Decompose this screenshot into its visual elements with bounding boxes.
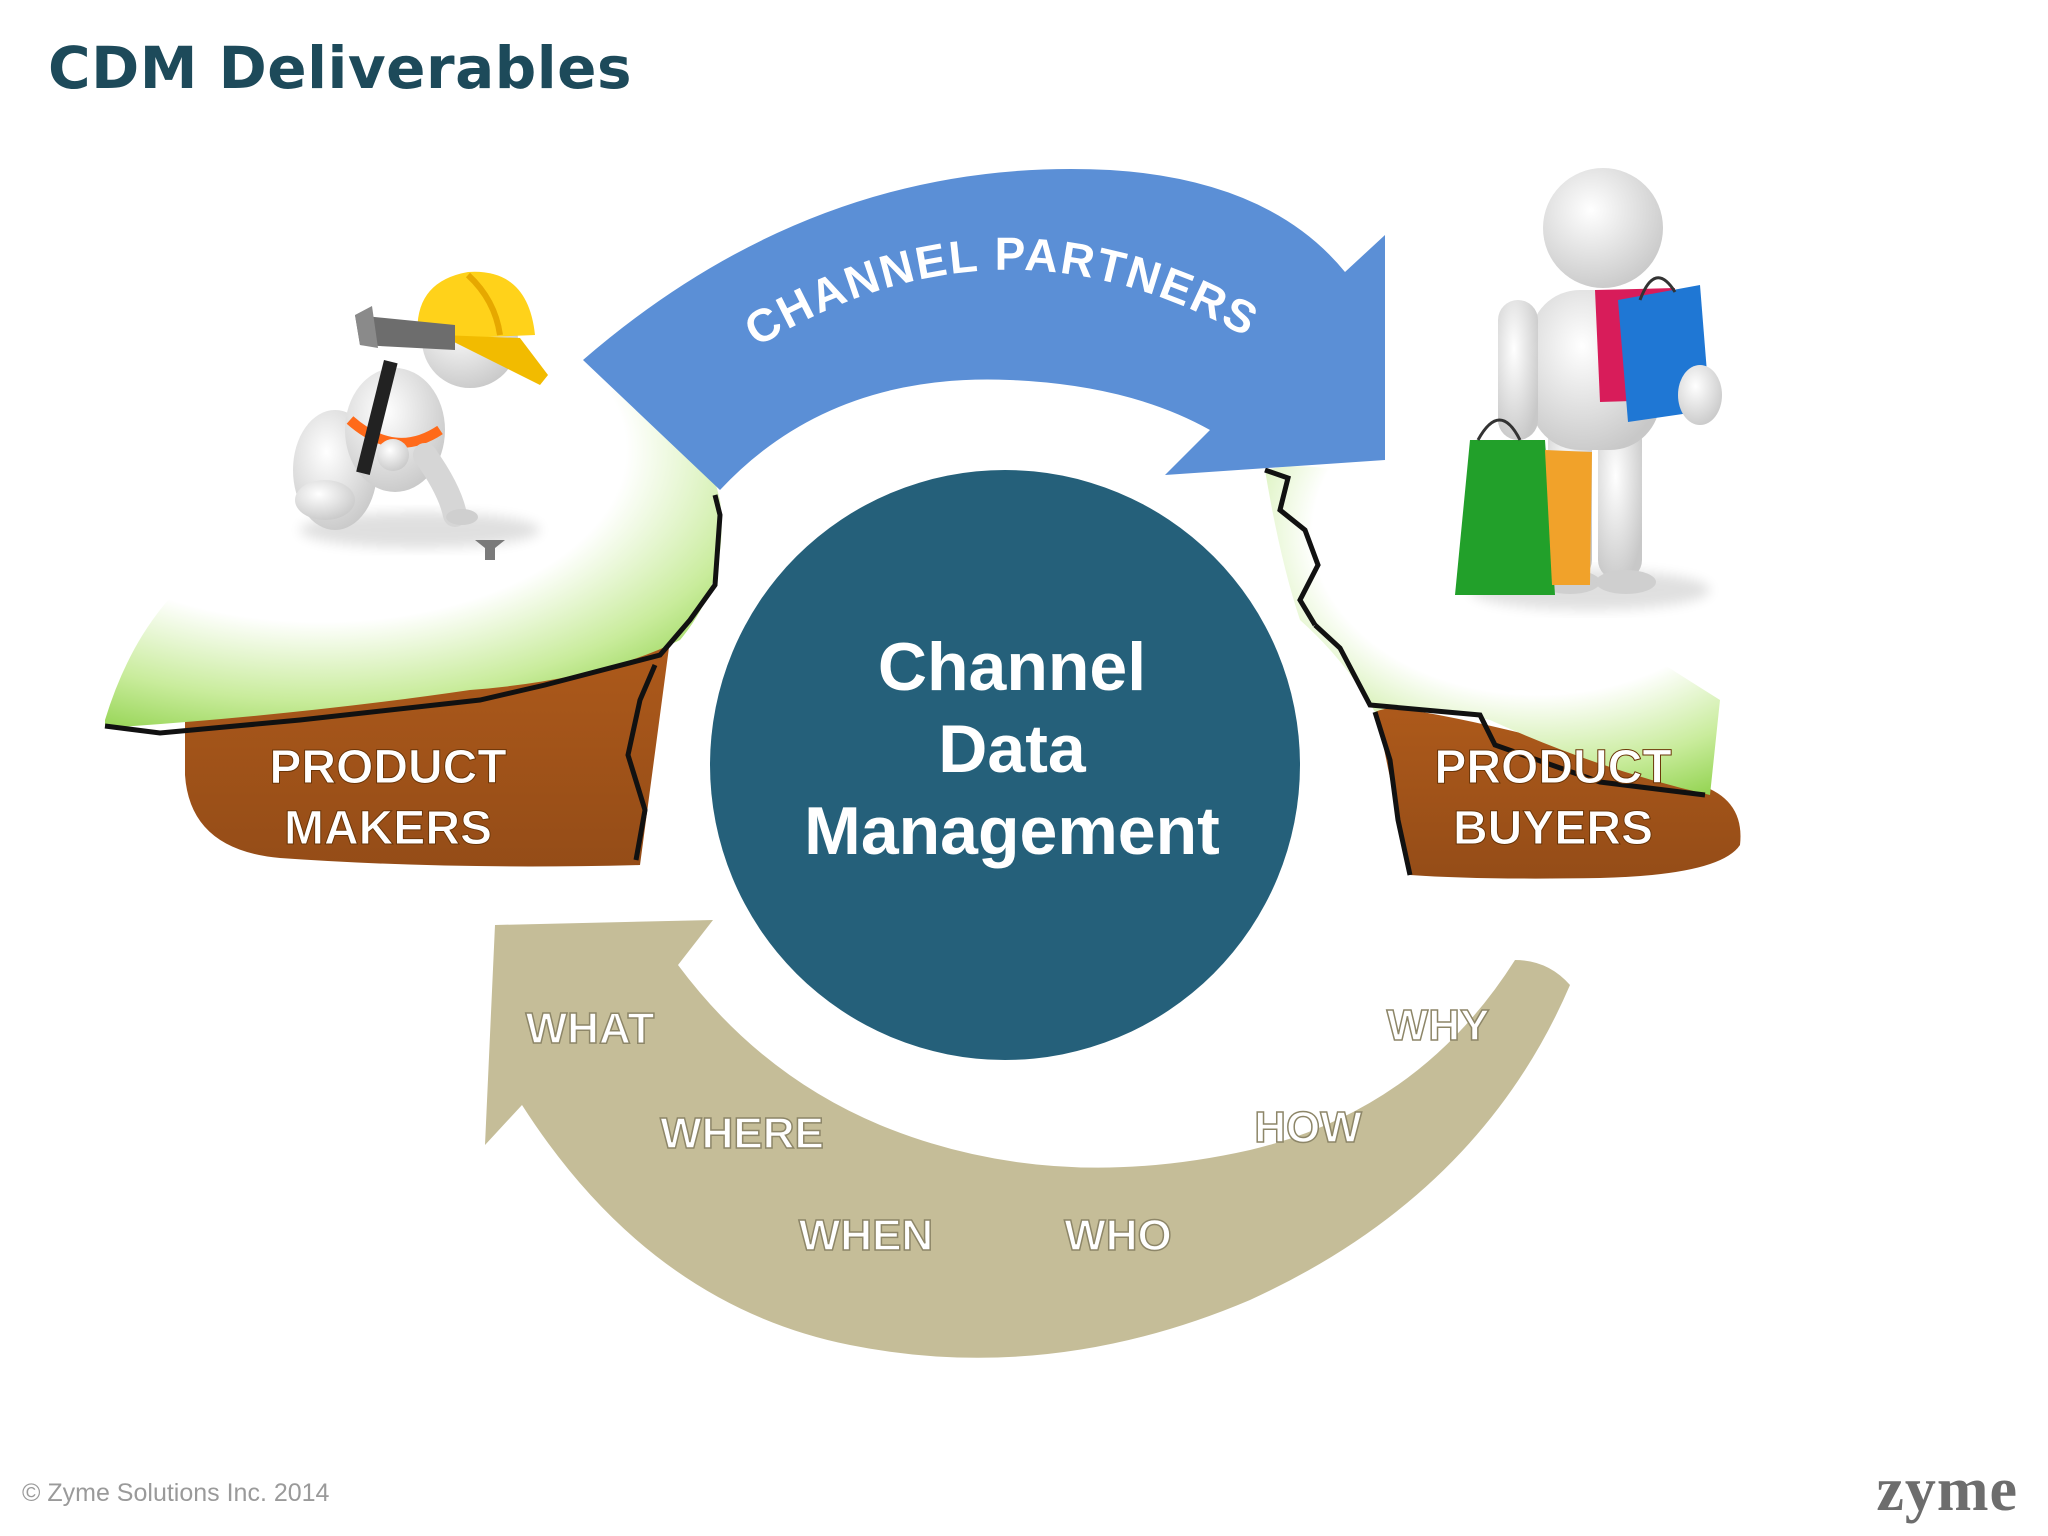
copyright-footer: © Zyme Solutions Inc. 2014 [22,1479,330,1507]
center-line2: Data [938,711,1087,787]
product-makers-line2: MAKERS [284,802,492,855]
product-buyers-line1: PRODUCT [1434,741,1671,794]
question-how: HOW [1254,1103,1362,1152]
question-labels: WHAT WHERE WHEN WHO HOW WHY [525,1000,1490,1261]
construction-worker-figure [293,271,548,560]
product-makers-line1: PRODUCT [269,741,506,794]
question-what: WHAT [526,1004,655,1053]
zyme-logo: zyme [1876,1456,2018,1524]
left-cliff: PRODUCT MAKERS [104,380,723,867]
right-cliff: PRODUCT BUYERS [1264,466,1741,879]
center-circle: Channel Data Management [695,455,1315,1075]
slide-title: CDM Deliverables [48,34,633,102]
question-when: WHEN [799,1211,933,1260]
questions-arrow: WHAT WHERE WHEN WHO HOW WHY [485,920,1570,1358]
question-where: WHERE [660,1109,824,1158]
center-line3: Management [804,793,1220,869]
channel-partners-arrow: CHANNEL PARTNERS [583,168,1385,490]
shopper-figure [1455,168,1722,610]
question-who: WHO [1064,1211,1172,1260]
question-why: WHY [1387,1001,1490,1050]
center-line1: Channel [878,629,1146,705]
product-buyers-line2: BUYERS [1453,802,1653,855]
